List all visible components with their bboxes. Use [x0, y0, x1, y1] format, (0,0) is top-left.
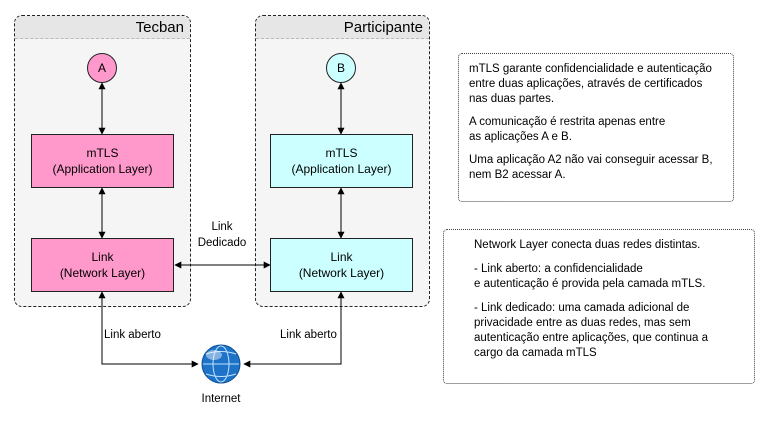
- participante-zone-title: Participante: [343, 19, 423, 36]
- application-b-node: B: [326, 53, 356, 83]
- application-a-node: A: [87, 53, 117, 83]
- participante-mtls-subtitle: (Application Layer): [291, 162, 392, 176]
- note-line: - Link aberto: a confidencialidade: [474, 263, 643, 275]
- dedicated-link-label: Link Dedicado: [190, 219, 254, 251]
- note-line: - Link dedicado: uma camada adicional de: [474, 302, 690, 314]
- mtls-note: mTLS garante confidencialidade e autenti…: [458, 53, 734, 202]
- participante-link-title: Link: [330, 250, 353, 264]
- open-link-left-label: Link aberto: [104, 329, 161, 341]
- tecban-link-box: Link (Network Layer): [31, 238, 174, 292]
- note-line: autenticação entre aplicações, que conti…: [474, 332, 708, 344]
- internet-label: Internet: [201, 393, 241, 405]
- participante-zone-header: [256, 16, 429, 39]
- note-line: as aplicações A e B.: [469, 131, 572, 143]
- dedicated-link-label-line2: Dedicado: [197, 237, 247, 249]
- note-line: cargo da camada mTLS: [474, 347, 597, 359]
- note-line: nas duas partes.: [469, 93, 555, 105]
- tecban-zone-title: Tecban: [135, 19, 184, 36]
- note-line: entre duas aplicações, através de certif…: [469, 78, 703, 90]
- participante-mtls-box: mTLS (Application Layer): [270, 134, 413, 188]
- tecban-mtls-subtitle: (Application Layer): [52, 162, 153, 176]
- open-link-right-label: Link aberto: [280, 329, 337, 341]
- note-line: Network Layer conecta duas redes distint…: [474, 239, 701, 251]
- tecban-zone-header: [15, 16, 190, 39]
- application-a-label: A: [97, 61, 106, 75]
- application-b-label: B: [336, 61, 345, 75]
- open-link-right-connector: [243, 291, 345, 368]
- note-line: Uma aplicação A2 não vai conseguir acess…: [469, 154, 713, 166]
- note-line: [474, 292, 734, 301]
- open-link-left-connector: [98, 291, 199, 368]
- dedicated-link-label-line1: Link: [211, 221, 233, 233]
- tecban-link-title: Link: [91, 250, 114, 264]
- note-line: nem B2 acessar A.: [469, 169, 566, 181]
- network-layer-note: Network Layer conecta duas redes distint…: [443, 229, 755, 384]
- note-line: mTLS garante confidencialidade e autenti…: [469, 63, 712, 75]
- tecban-mtls-title: mTLS: [86, 146, 119, 160]
- note-line: [474, 253, 734, 262]
- note-line: [469, 145, 723, 153]
- tecban-link-subtitle: (Network Layer): [59, 266, 146, 280]
- participante-link-subtitle: (Network Layer): [298, 266, 385, 280]
- note-line: A comunicação é restrita apenas entre: [469, 116, 666, 128]
- participante-link-box: Link (Network Layer): [270, 238, 413, 292]
- note-line: e autenticação é provida pela camada mTL…: [474, 278, 706, 290]
- internet-globe-icon: [201, 344, 241, 384]
- note-line: privacidade entre as duas redes, mas sem: [474, 317, 691, 329]
- tecban-mtls-box: mTLS (Application Layer): [31, 134, 174, 188]
- note-line: [469, 107, 723, 115]
- participante-mtls-title: mTLS: [325, 146, 358, 160]
